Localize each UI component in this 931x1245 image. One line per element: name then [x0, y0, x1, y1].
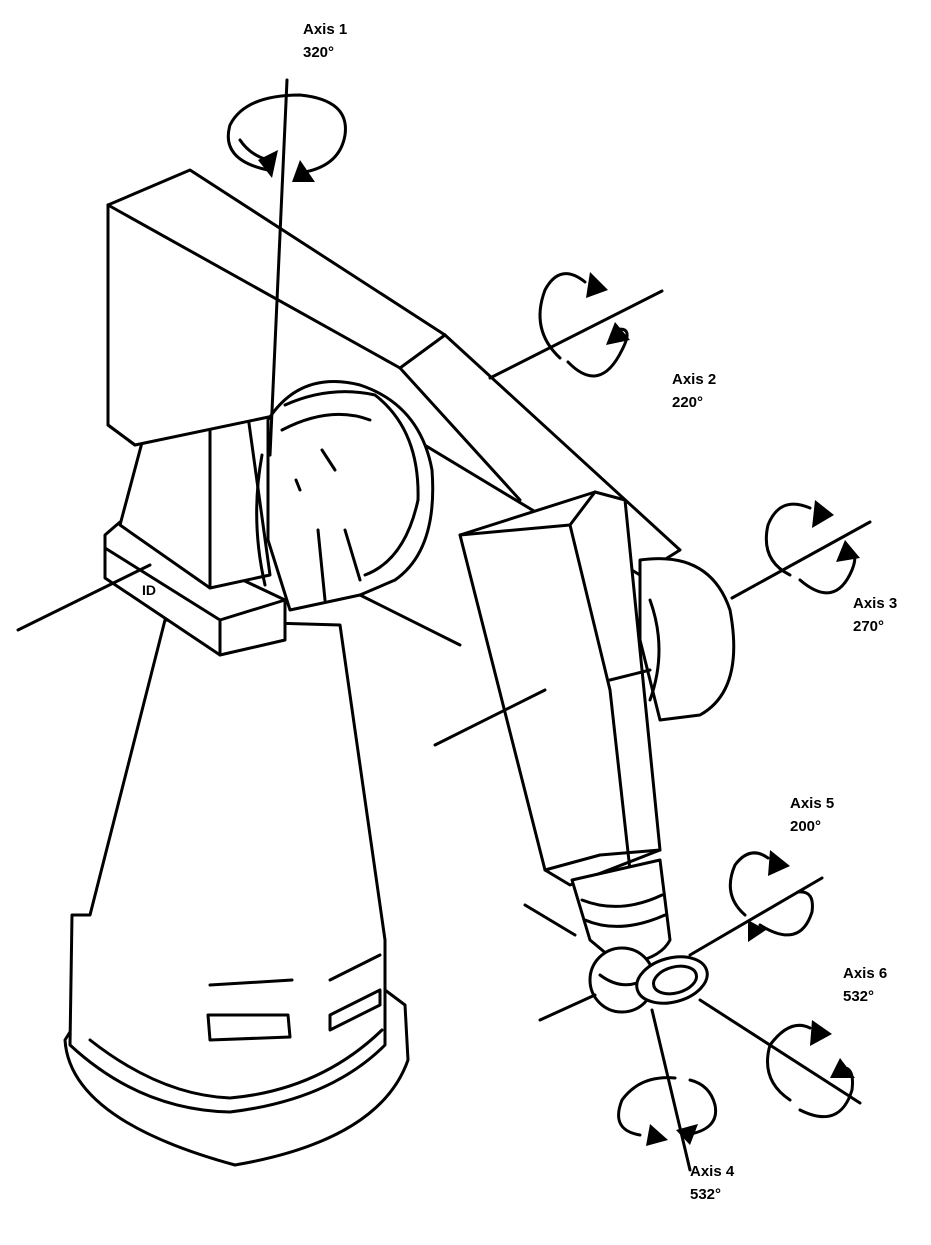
axis3-range: 270°	[853, 618, 885, 636]
axis3-line-right	[730, 520, 872, 600]
axis-lines	[16, 78, 872, 1172]
shoulder-drum	[255, 380, 435, 612]
axis6-label: Axis 6 532°	[843, 962, 887, 1009]
axis4-range: 532°	[690, 1186, 722, 1204]
axis4-name: Axis 4	[690, 1163, 735, 1180]
axis1-name: Axis 1	[303, 21, 348, 38]
axis4-line-top	[523, 903, 577, 937]
elbow-drum	[638, 557, 736, 722]
rotation-arrow-axis6	[766, 1020, 855, 1119]
rotation-arrow-axis2	[538, 272, 630, 378]
axis6-range: 532°	[843, 988, 875, 1006]
axis5-line-left	[538, 993, 597, 1022]
axis5-label: Axis 5 200°	[790, 792, 834, 839]
axis4-line	[650, 1008, 692, 1172]
axis2-line-right	[488, 289, 664, 380]
axis1-line	[268, 78, 289, 457]
rotation-arrow-axis3	[764, 500, 860, 595]
axis6-line	[698, 998, 862, 1105]
base-pedestal	[63, 618, 410, 1167]
rotation-arrow-axis4	[617, 1076, 718, 1146]
axis3-name: Axis 3	[853, 595, 898, 612]
axis3-line-left	[433, 688, 547, 747]
axis2-label: Axis 2 220°	[672, 368, 716, 415]
axis2-line-left	[16, 563, 152, 632]
axis6-name: Axis 6	[843, 965, 888, 982]
axis2-range: 220°	[672, 394, 704, 412]
rotation-arrow-axis1	[226, 93, 347, 182]
forearm	[458, 490, 662, 887]
axis4-label: Axis 4 532°	[690, 1160, 734, 1207]
axis5-name: Axis 5	[790, 795, 835, 812]
axis1-label: Axis 1 320°	[303, 18, 347, 65]
axis5-line-right	[688, 876, 824, 957]
base-marking: ID	[142, 582, 156, 598]
wrist	[570, 858, 709, 1014]
axis5-range: 200°	[790, 818, 822, 836]
axis2-name: Axis 2	[672, 371, 717, 388]
axis3-label: Axis 3 270°	[853, 592, 897, 639]
rotation-arrow-axis5	[728, 850, 814, 942]
axis2-line-mid	[358, 593, 462, 647]
axis1-range: 320°	[303, 44, 335, 62]
